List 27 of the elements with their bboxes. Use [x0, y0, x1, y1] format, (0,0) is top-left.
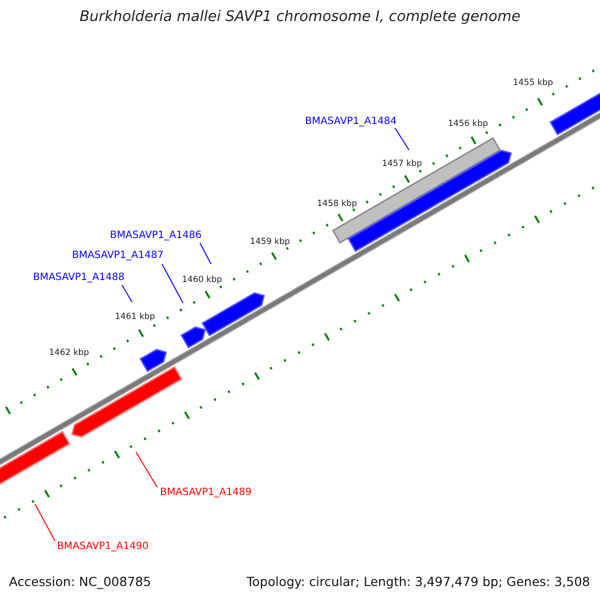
gene-label: BMASAVP1_A1484	[305, 117, 397, 127]
leader-line	[162, 264, 184, 304]
leader-line	[136, 452, 158, 488]
gene-label: BMASAVP1_A1488	[33, 273, 125, 283]
position-label: 1456 kbp	[448, 120, 488, 128]
gene-label: BMASAVP1_A1486	[110, 231, 202, 241]
accession-text: Accession: NC_008785	[9, 576, 152, 588]
gene-feature	[180, 326, 206, 348]
title: Burkholderia mallei SAVP1 chromosome I, complete genome	[78, 10, 522, 24]
genome-info-text: Topology: circular; Length: 3,497,479 bp; Genes: 3,508	[246, 576, 590, 588]
position-label: 1458 kbp	[317, 200, 358, 208]
gene-label: BMASAVP1_A1487	[72, 251, 164, 261]
leader-line	[34, 504, 56, 542]
position-label: 1460 kbp	[182, 276, 222, 284]
position-label: 1455 kbp	[513, 79, 554, 88]
leader-line	[122, 284, 132, 302]
leader-line	[200, 242, 212, 264]
position-label: 1462 kbp	[49, 349, 90, 358]
gene-feature	[139, 348, 167, 372]
gene-label: BMASAVP1_A1490	[57, 542, 149, 552]
position-label: 1459 kbp	[250, 238, 290, 246]
gene-feature	[71, 366, 183, 438]
position-label: 1457 kbp	[382, 160, 422, 168]
position-label: 1461 kbp	[115, 313, 156, 322]
gene-label: BMASAVP1_A1489	[160, 488, 252, 498]
gene-feature	[201, 292, 265, 336]
leader-line	[394, 128, 410, 150]
